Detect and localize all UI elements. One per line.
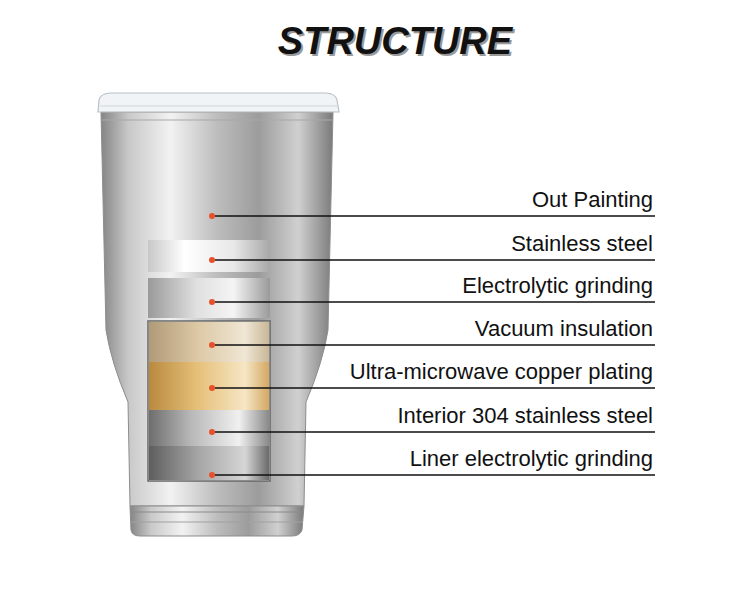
part-label: Stainless steel xyxy=(511,231,653,257)
part-label: Ultra-microwave copper plating xyxy=(350,359,653,385)
part-label: Out Painting xyxy=(532,187,653,213)
part-label: Liner electrolytic grinding xyxy=(410,446,653,472)
diagram-title: STRUCTURE xyxy=(195,20,595,63)
part-label: Electrolytic grinding xyxy=(462,273,653,299)
part-label: Interior 304 stainless steel xyxy=(397,403,653,429)
part-label: Vacuum insulation xyxy=(475,316,653,342)
